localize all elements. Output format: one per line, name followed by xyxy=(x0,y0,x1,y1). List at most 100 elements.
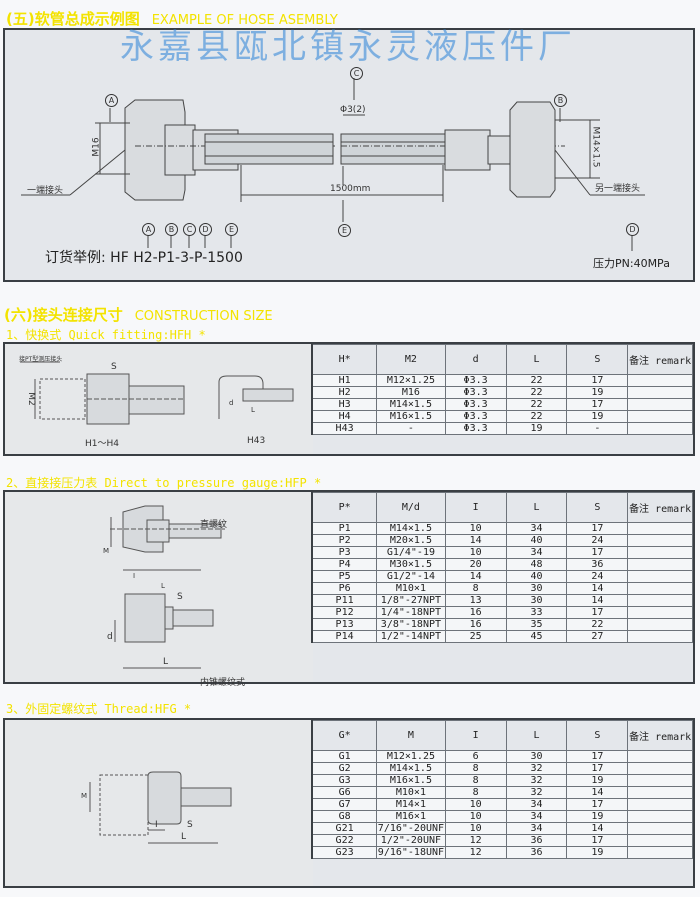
table-cell: 30 xyxy=(505,594,568,607)
table-cell: 24 xyxy=(566,570,629,583)
table-cell xyxy=(627,750,693,763)
table-cell: Φ3.3 xyxy=(444,374,507,387)
table-cell: G1/2"-14 xyxy=(376,570,446,583)
table-cell: 16 xyxy=(444,606,507,619)
label-m2: M2 xyxy=(25,392,36,406)
table-cell: 24 xyxy=(566,534,629,547)
table-cell: 20 xyxy=(444,558,507,571)
gauge-diagram xyxy=(110,505,225,669)
label-straight-thread: 直螺纹 xyxy=(200,520,228,530)
table-cell: 19 xyxy=(566,810,629,823)
column-header: L xyxy=(505,344,568,375)
title-cn: (六)接头连接尺寸 xyxy=(4,306,123,324)
table-cell: 36 xyxy=(505,834,568,847)
table-cell xyxy=(627,398,693,411)
table-cell: 40 xyxy=(505,570,568,583)
table-cell: 35 xyxy=(505,618,568,631)
table-cell: 8 xyxy=(444,774,507,787)
label-d: d xyxy=(229,399,234,407)
label-phi: Φ3(2) xyxy=(340,105,366,115)
table-cell: 16 xyxy=(444,618,507,631)
column-header: 备注 remark xyxy=(627,344,693,375)
table-cell: 19 xyxy=(566,846,629,859)
table-cell: 13 xyxy=(444,594,507,607)
table-cell: 3/8"-18NPT xyxy=(376,618,446,631)
table-cell: 10 xyxy=(444,822,507,835)
table-cell: 17 xyxy=(566,798,629,811)
table-cell: 6 xyxy=(444,750,507,763)
order-example: 订货举例: HF H2-P1-3-P-1500 xyxy=(45,250,243,266)
table-cell xyxy=(627,822,693,835)
table-cell: 17 xyxy=(566,522,629,535)
label-s: S xyxy=(177,592,183,602)
thread-drawing: M I S L xyxy=(5,720,313,886)
column-header: H* xyxy=(311,344,378,375)
table-cell xyxy=(627,558,693,571)
table-cell: 22 xyxy=(505,410,568,423)
table-cell: - xyxy=(566,422,629,435)
table-cell: 17 xyxy=(566,750,629,763)
table-cell: M12×1.25 xyxy=(376,374,446,387)
label-note: 接PT型测压接头 xyxy=(19,356,63,363)
pressure-callout-d: D xyxy=(626,223,639,236)
table-cell: M16×1.5 xyxy=(376,410,446,423)
table-cell: M14×1.5 xyxy=(376,398,446,411)
table-cell xyxy=(627,786,693,799)
table-cell xyxy=(627,386,693,399)
table-cell: P11 xyxy=(311,594,378,607)
table-cell: 17 xyxy=(566,834,629,847)
label-m: M xyxy=(103,547,110,555)
column-header: P* xyxy=(311,492,378,523)
column-header: M2 xyxy=(376,344,446,375)
table-cell xyxy=(627,374,693,387)
table-cell: M12×1.25 xyxy=(376,750,446,763)
table-cell: 17 xyxy=(566,546,629,559)
hose-assembly-diagram xyxy=(21,78,645,251)
table-cell: 34 xyxy=(505,798,568,811)
callout-e: E xyxy=(338,224,351,237)
table-cell: 7/16"-20UNF xyxy=(376,822,446,835)
table-cell: 1/8"-27NPT xyxy=(376,594,446,607)
label-i: I xyxy=(155,820,158,830)
table-cell: 14 xyxy=(444,534,507,547)
table-cell: M16×1.5 xyxy=(376,774,446,787)
pressure-rating: 压力PN:40MPa xyxy=(593,257,670,270)
order-callout-d: D xyxy=(199,223,212,236)
table-cell xyxy=(627,846,693,859)
table-cell: M14×1 xyxy=(376,798,446,811)
thread-diagram xyxy=(89,771,232,844)
order-callout-c: C xyxy=(183,223,196,236)
table-cell xyxy=(627,606,693,619)
table-cell: 19 xyxy=(566,410,629,423)
order-callout-a: A xyxy=(142,223,155,236)
column-header: L xyxy=(505,492,568,523)
column-header: M xyxy=(376,720,446,751)
table-cell: G23 xyxy=(311,846,378,859)
column-header: I xyxy=(444,720,507,751)
order-callout-b: B xyxy=(165,223,178,236)
table-cell: 14 xyxy=(444,570,507,583)
table-cell: P12 xyxy=(311,606,378,619)
table-cell: H4 xyxy=(311,410,378,423)
table-cell: Φ3.3 xyxy=(444,422,507,435)
label-m14: M14×1.5 xyxy=(590,126,601,168)
table-cell: 36 xyxy=(505,846,568,859)
table-cell: H3 xyxy=(311,398,378,411)
column-header: G* xyxy=(311,720,378,751)
quick-fitting-drawing: 接PT型测压接头 S M2 d L H1～H4 H43 xyxy=(5,344,313,454)
table-cell: Φ3.3 xyxy=(444,386,507,399)
